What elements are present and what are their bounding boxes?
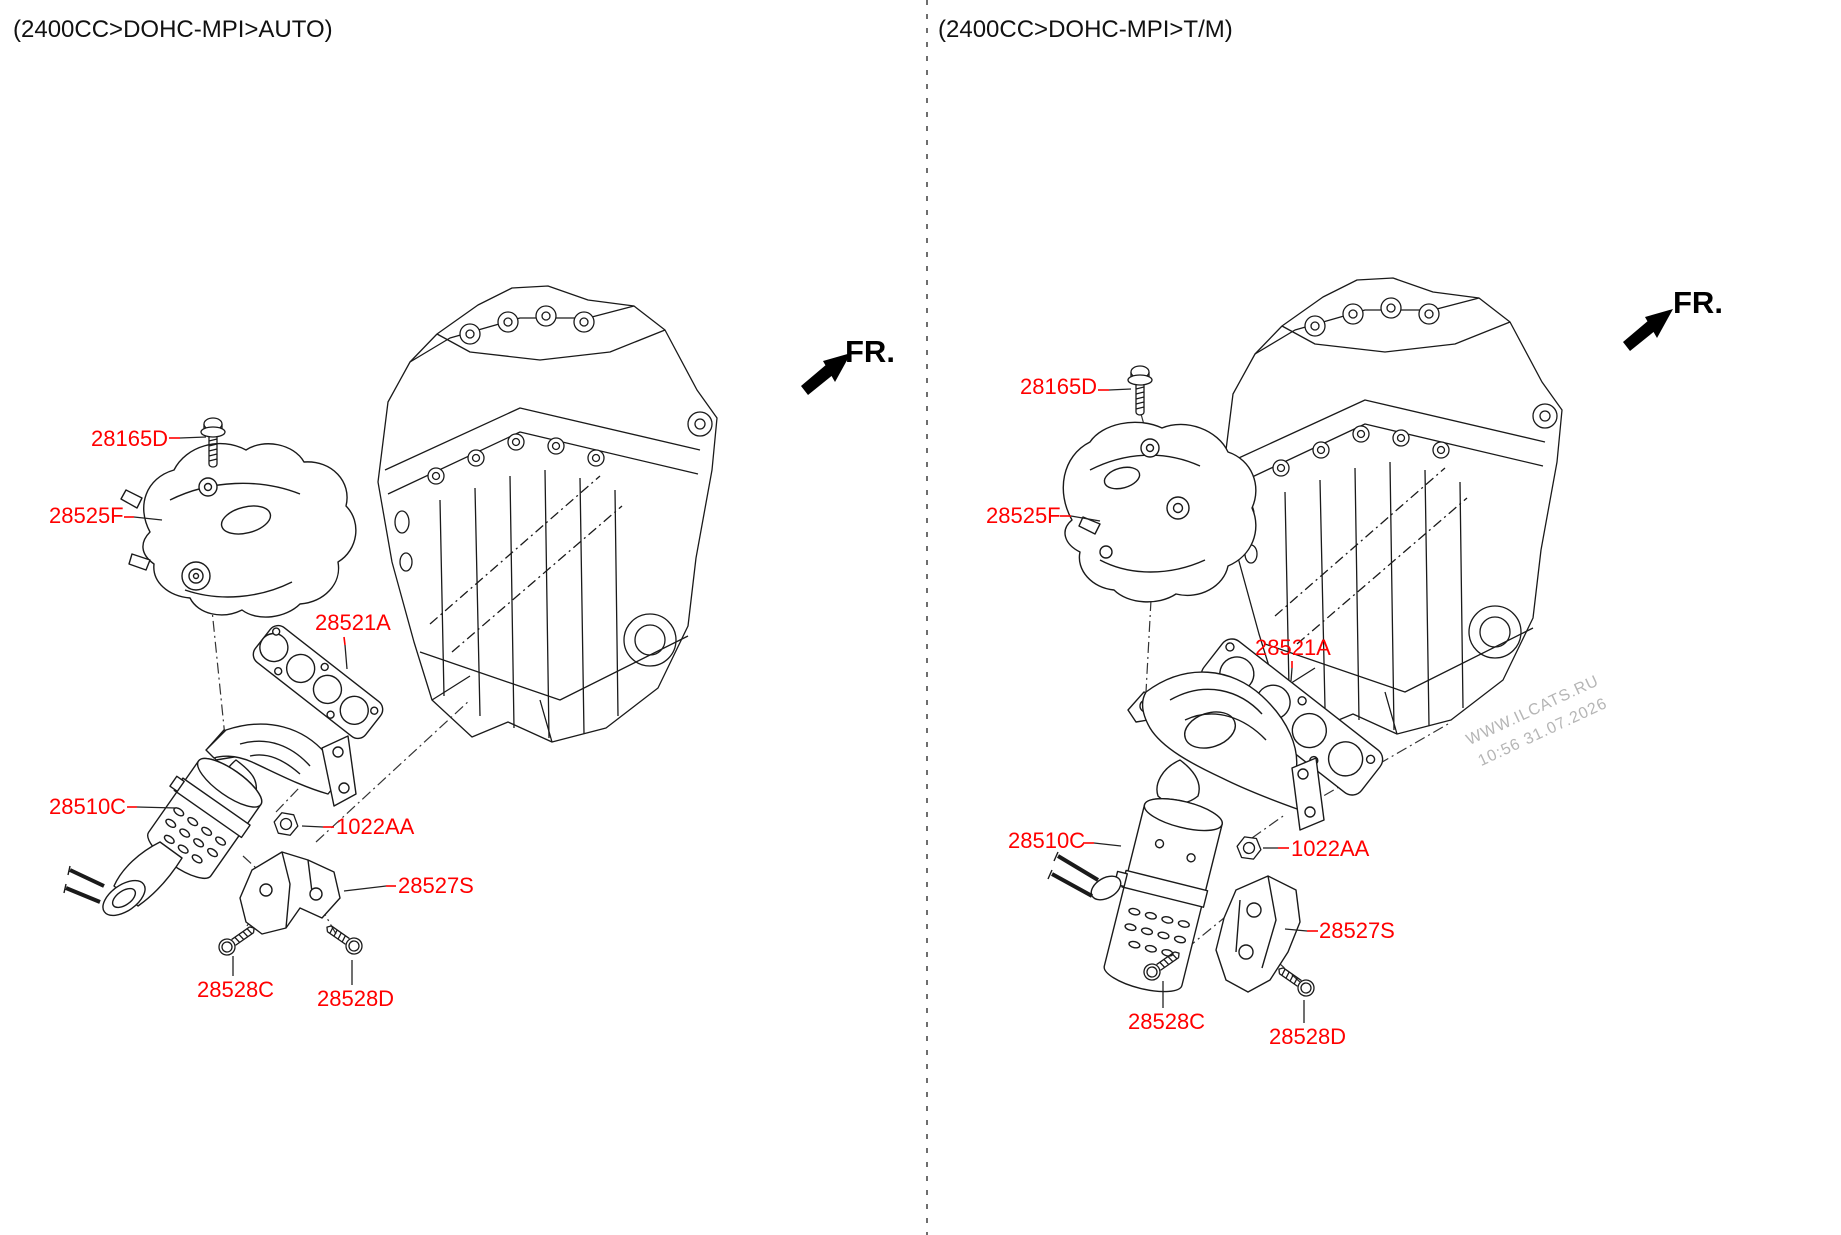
part-label-28521A-tm[interactable]: 28521A xyxy=(1255,635,1331,660)
part-label-28525F-tm[interactable]: 28525F xyxy=(986,503,1061,528)
fr-label-left: FR. xyxy=(845,334,895,369)
bracket-bolt-c-drawing-left xyxy=(215,920,260,959)
part-label-28527S-tm[interactable]: 28527S xyxy=(1319,918,1395,943)
part-label-1022AA-tm[interactable]: 1022AA xyxy=(1291,836,1370,861)
part-label-28510C-auto[interactable]: 28510C xyxy=(49,794,127,819)
heat-shield-drawing-right xyxy=(1062,421,1257,603)
manifold-gasket-drawing-left xyxy=(252,624,384,740)
part-label-28510C-tm[interactable]: 28510C xyxy=(1008,828,1086,853)
fr-direction-arrow-icon-left xyxy=(801,353,851,395)
part-label-28165D-tm[interactable]: 28165D xyxy=(1020,374,1098,399)
heat-shield-drawing-left xyxy=(120,442,357,618)
support-bracket-drawing-left xyxy=(239,851,341,935)
part-label-28525F-auto[interactable]: 28525F xyxy=(49,503,124,528)
heat-shield-bolt-drawing-right xyxy=(1127,365,1153,416)
part-label-28528C-auto[interactable]: 28528C xyxy=(197,977,275,1002)
label-leader-ticks xyxy=(124,389,1318,932)
part-label-28528D-tm[interactable]: 28528D xyxy=(1269,1024,1347,1049)
fr-label-right: FR. xyxy=(1673,285,1723,320)
panel-title-auto: (2400CC>DOHC-MPI>AUTO) xyxy=(13,16,333,43)
part-label-28521A-auto[interactable]: 28521A xyxy=(315,610,391,635)
exhaust-manifold-drawing-right xyxy=(1047,671,1325,993)
part-label-28165D-auto[interactable]: 28165D xyxy=(91,426,169,451)
label-leader-lines xyxy=(133,388,1308,1023)
part-label-28527S-auto[interactable]: 28527S xyxy=(398,873,474,898)
engine-drawing-left xyxy=(377,285,718,743)
support-bracket-drawing-right xyxy=(1215,875,1301,993)
part-label-28528C-tm[interactable]: 28528C xyxy=(1128,1009,1206,1034)
bracket-bolt-d-drawing-left xyxy=(321,919,366,958)
panel-title-tm: (2400CC>DOHC-MPI>T/M) xyxy=(938,16,1233,43)
part-label-28528D-auto[interactable]: 28528D xyxy=(317,986,395,1011)
flange-nut-drawing-right xyxy=(1234,835,1264,861)
exhaust-manifold-drawing-left xyxy=(63,723,357,917)
fr-direction-arrow-icon-right xyxy=(1623,309,1673,351)
bracket-bolt-d-drawing-right xyxy=(1273,961,1318,1000)
engine-drawing-right xyxy=(1222,277,1563,735)
flange-nut-drawing-left xyxy=(271,810,301,838)
part-label-1022AA-auto[interactable]: 1022AA xyxy=(336,814,415,839)
